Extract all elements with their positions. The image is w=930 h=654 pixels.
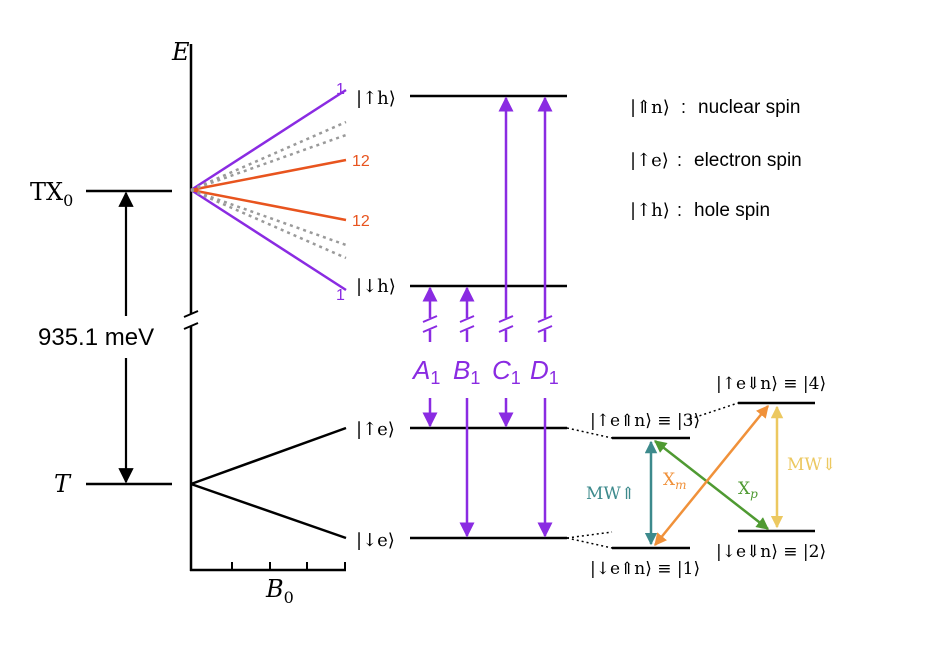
tx0-label: TX0: [30, 178, 73, 210]
b1-break-1: [459, 315, 475, 323]
axis-break-mark-1: [183, 310, 199, 318]
d1-break-2: [537, 325, 553, 333]
c1-break-1: [498, 315, 514, 323]
d1-break-1: [537, 315, 553, 323]
ket-state3: |↑e⇑n⟩ ≡ |3⟩: [590, 411, 700, 431]
xp-label: Xp: [738, 479, 758, 501]
hole-index-bottom: 1: [336, 287, 345, 304]
spin-legend: |⇑n⟩ : nuclear spin |↑e⟩ : electron spin…: [630, 97, 802, 221]
transition-b1-label: B1: [453, 355, 480, 388]
axes: E B0: [171, 38, 346, 607]
hole-index-mid-top: 12: [352, 153, 370, 170]
electron-fan: [190, 426, 347, 540]
legend-hole-text: hole spin: [694, 200, 770, 221]
transition-d1-label: D1: [530, 355, 559, 388]
legend-hole-sep: :: [677, 200, 682, 220]
ket-hole-up: |↑h⟩: [356, 88, 396, 109]
four-level-scheme: |↑e⇑n⟩ ≡ |3⟩ |↑e⇓n⟩ ≡ |4⟩ |↓e⇑n⟩ ≡ |1⟩ |…: [566, 374, 836, 579]
c1-break-2: [498, 325, 514, 333]
ket-electron-down: |↓e⟩: [356, 530, 395, 551]
hole-fan: 1 12 12 1: [190, 81, 370, 304]
ket-state4: |↑e⇓n⟩ ≡ |4⟩: [716, 374, 826, 394]
electron-line-down: [190, 482, 347, 540]
legend-nuclear-text: nuclear spin: [698, 97, 800, 118]
a1-break-1: [422, 315, 438, 323]
b1-break-2: [459, 325, 475, 333]
xm-label: Xm: [663, 470, 687, 492]
ket-hole-down: |↓h⟩: [356, 276, 396, 297]
energy-gap-label: 935.1 meV: [38, 324, 154, 351]
hole-line-bottom: [190, 188, 347, 292]
a1-break-2: [422, 325, 438, 333]
y-axis-label: E: [171, 38, 190, 66]
optical-transitions: A1 B1 C1 D1: [411, 96, 559, 538]
ket-electron-up: |↑e⟩: [356, 419, 395, 440]
hole-dotted-2: [190, 133, 347, 192]
connector-lower-1: [566, 537, 613, 549]
left-levels: TX0 T 935.1 meV: [30, 178, 172, 498]
axis-break-mark-2: [183, 322, 199, 330]
electron-line-up: [190, 426, 347, 486]
middle-levels: [410, 94, 567, 540]
t-label: T: [54, 470, 72, 498]
state-kets: |↑h⟩ |↓h⟩ |↑e⟩ |↓e⟩: [356, 88, 396, 551]
connector-lower-2: [566, 531, 613, 539]
mw-down-label: MW⇓: [787, 455, 836, 475]
hole-line-top: [190, 88, 347, 192]
legend-nuclear-ket: |⇑n⟩: [630, 97, 670, 118]
legend-hole-ket: |↑h⟩: [630, 200, 670, 221]
legend-electron-text: electron spin: [694, 150, 802, 171]
hole-line-mid-top: [190, 158, 347, 192]
hole-dotted-3: [190, 188, 347, 247]
hole-line-mid-bottom: [190, 188, 347, 222]
legend-electron-sep: :: [677, 150, 682, 170]
xm-arrow: [654, 405, 769, 546]
legend-electron-ket: |↑e⟩: [630, 150, 669, 171]
transition-a1-label: A1: [411, 355, 440, 388]
hole-index-mid-bottom: 12: [352, 213, 370, 230]
hole-dotted-4: [190, 188, 347, 260]
x-axis-label: B0: [265, 575, 294, 607]
transition-c1-label: C1: [492, 355, 521, 388]
mw-up-label: MW⇑: [586, 484, 635, 504]
ket-state1: |↓e⇑n⟩ ≡ |1⟩: [590, 559, 700, 579]
ket-state2: |↓e⇓n⟩ ≡ |2⟩: [716, 542, 826, 562]
hole-index-top: 1: [336, 81, 345, 98]
legend-nuclear-sep: :: [681, 97, 686, 117]
hole-dotted-1: [190, 120, 347, 192]
